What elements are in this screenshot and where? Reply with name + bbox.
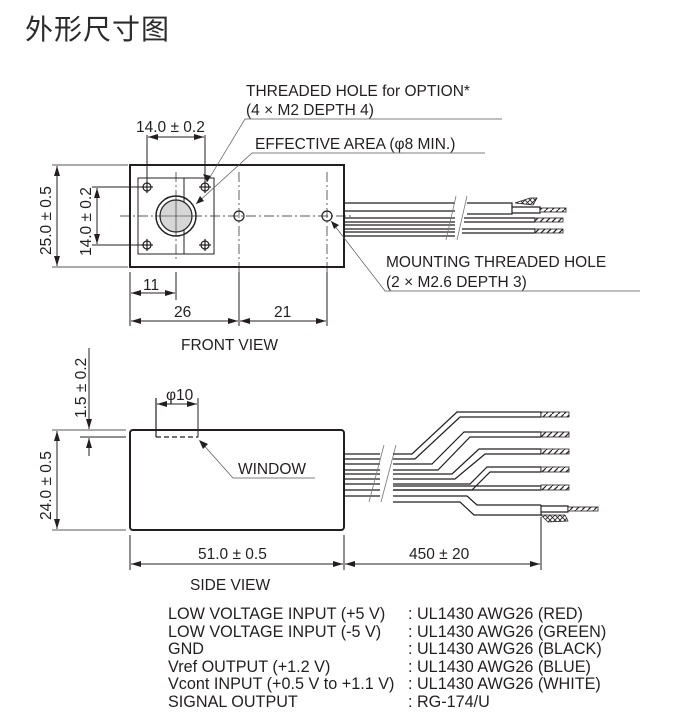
legend-row: GND : UL1430 AWG26 (BLACK) <box>168 641 606 659</box>
side-view <box>52 348 599 570</box>
dim-cable-length: 450 ± 20 <box>409 546 470 563</box>
legend-spec: : UL1430 AWG26 (BLUE) <box>408 657 591 676</box>
dim-11: 11 <box>143 277 159 294</box>
side-view-label: SIDE VIEW <box>190 577 270 594</box>
page-title: 外形尺寸图 <box>25 13 171 46</box>
legend-signal: GND <box>168 640 204 659</box>
dim-hole-pitch-vertical: 14.0 ± 0.2 <box>78 187 95 256</box>
dim-body-length: 51.0 ± 0.5 <box>198 546 267 563</box>
mounting-hole-label-line1: MOUNTING THREADED HOLE <box>386 254 606 271</box>
legend-spec: : RG-174/U <box>408 692 490 711</box>
legend-signal: SIGNAL OUTPUT <box>168 692 298 711</box>
dim-side-height: 24.0 ± 0.5 <box>38 451 55 520</box>
dim-hole-pitch-horizontal: 14.0 ± 0.2 <box>136 119 205 136</box>
legend-spec: : UL1430 AWG26 (RED) <box>408 605 583 623</box>
legend-spec: : UL1430 AWG26 (BLACK) <box>408 640 602 659</box>
side-cables <box>344 411 599 523</box>
mounting-hole-1 <box>233 210 245 222</box>
front-view <box>52 118 640 326</box>
legend-row: LOW VOLTAGE INPUT (+5 V) : UL1430 AWG26 … <box>168 605 606 624</box>
mounting-hole-2 <box>321 210 333 222</box>
threaded-hole-label-line2: (4 × M2 DEPTH 4) <box>246 102 374 119</box>
legend-spec: : UL1430 AWG26 (WHITE) <box>408 675 601 694</box>
dim-window-depth: 1.5 ± 0.2 <box>73 358 90 418</box>
dim-window-diameter: φ10 <box>166 387 194 404</box>
legend-row: Vref OUTPUT (+1.2 V) : UL1430 AWG26 (BLU… <box>168 657 606 677</box>
legend-row: SIGNAL OUTPUT : RG-174/U <box>168 692 606 712</box>
front-cables <box>344 195 567 241</box>
legend-spec: : UL1430 AWG26 (GREEN) <box>408 622 607 641</box>
dim-front-height: 25.0 ± 0.5 <box>38 186 55 255</box>
mounting-hole-label-line2: (2 × M2.6 DEPTH 3) <box>386 274 527 291</box>
dim-21: 21 <box>274 304 291 321</box>
legend-signal: Vref OUTPUT (+1.2 V) <box>168 657 331 676</box>
wiring-legend: LOW VOLTAGE INPUT (+5 V) : UL1430 AWG26 … <box>168 605 607 712</box>
threaded-hole-label-line1: THREADED HOLE for OPTION* <box>246 83 470 100</box>
effective-area-window <box>155 195 197 237</box>
legend-signal: Vcont INPUT (+0.5 V to +1.1 V) <box>168 675 395 694</box>
side-body-outline <box>129 429 345 531</box>
front-view-label: FRONT VIEW <box>181 337 278 354</box>
effective-area-label: EFFECTIVE AREA (φ8 MIN.) <box>255 136 455 153</box>
legend-signal: LOW VOLTAGE INPUT (-5 V) <box>168 622 382 641</box>
legend-row: LOW VOLTAGE INPUT (-5 V) : UL1430 AWG26 … <box>168 622 607 642</box>
window-label: WINDOW <box>238 461 306 478</box>
legend-signal: LOW VOLTAGE INPUT (+5 V) <box>168 605 386 623</box>
dim-26: 26 <box>174 304 191 321</box>
legend-row: Vcont INPUT (+0.5 V to +1.1 V) : UL1430 … <box>168 676 606 694</box>
